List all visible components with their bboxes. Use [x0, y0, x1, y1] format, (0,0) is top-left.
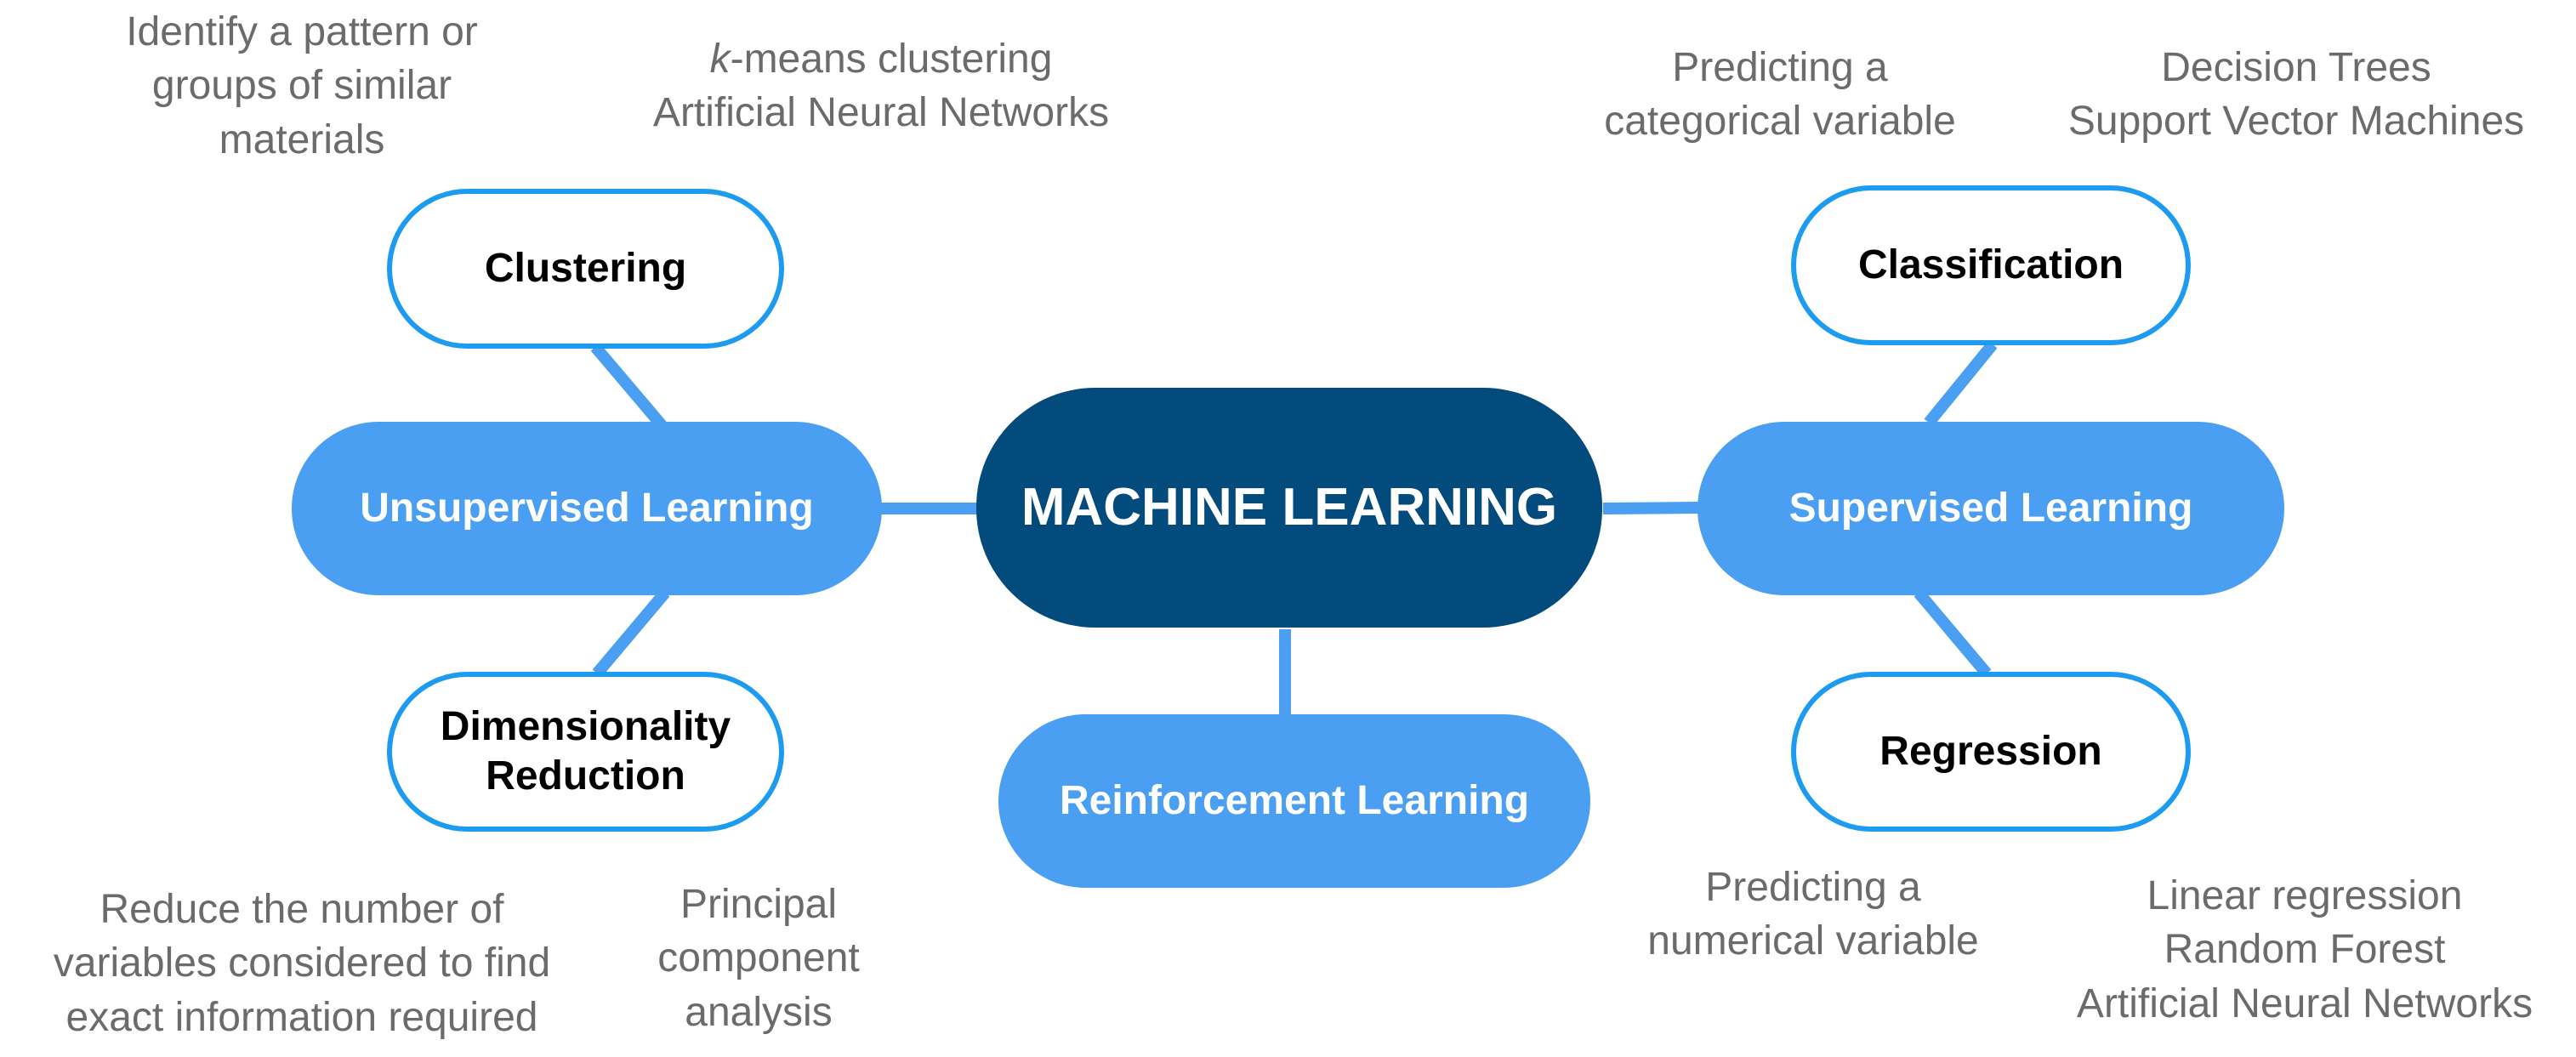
dimensionality-methods-line: Principal [680, 882, 838, 927]
connector-unsupervised-clustering [590, 343, 667, 429]
dimensionality-methods-line: component [657, 935, 860, 981]
classification-description-line: Predicting a [1672, 45, 1888, 90]
connector-unsupervised-dimensionality [592, 588, 670, 678]
regression-methods-line: Linear regression [2147, 873, 2463, 918]
supervised-learning-node: Supervised Learning [1697, 422, 2284, 595]
dimensionality-methods-line: analysis [685, 989, 833, 1035]
regression-description-line: numerical variable [1647, 918, 1979, 964]
k-variable: k [709, 37, 731, 82]
regression-description-line: Predicting a [1705, 865, 1921, 910]
connector-supervised-regression [1914, 588, 1992, 678]
regression-methods: Linear regression Random Forest Artifici… [2077, 869, 2533, 1031]
clustering-node: Clustering [387, 189, 784, 349]
dimensionality-description-line: Reduce the number of [100, 887, 504, 932]
classification-methods-line: Decision Trees [2161, 45, 2431, 90]
dimensionality-description: Reduce the number of variables considere… [54, 883, 550, 1044]
unsupervised-learning-node: Unsupervised Learning [292, 422, 882, 595]
classification-description: Predicting a categorical variable [1604, 41, 1956, 149]
dimensionality-methods: Principal component analysis [657, 878, 860, 1039]
dimensionality-reduction-label: Dimensionality Reduction [441, 702, 731, 800]
classification-description-line: categorical variable [1604, 99, 1956, 145]
dimensionality-reduction-label-line2: Reduction [486, 753, 685, 798]
classification-methods: Decision Trees Support Vector Machines [2068, 41, 2524, 149]
clustering-methods-line1: k-means clustering [653, 32, 1109, 86]
regression-node: Regression [1791, 672, 2191, 832]
clustering-label: Clustering [484, 246, 687, 292]
machine-learning-node: MACHINE LEARNING [976, 388, 1602, 628]
connector-center-supervised [1602, 502, 1700, 514]
classification-label: Classification [1857, 242, 2124, 288]
regression-label: Regression [1879, 729, 2102, 775]
dimensionality-description-line: exact information required [65, 994, 538, 1040]
connector-supervised-classification [1924, 340, 1998, 427]
clustering-methods: k-means clustering Artificial Neural Net… [653, 32, 1109, 140]
reinforcement-learning-label: Reinforcement Learning [1059, 778, 1530, 824]
machine-learning-label: MACHINE LEARNING [1021, 477, 1558, 537]
dimensionality-reduction-node: Dimensionality Reduction [387, 672, 784, 832]
regression-methods-line: Artificial Neural Networks [2076, 980, 2533, 1026]
classification-node: Classification [1791, 185, 2191, 345]
regression-methods-line: Random Forest [2164, 927, 2446, 973]
dimensionality-description-line: variables considered to find [53, 941, 551, 986]
regression-description: Predicting a numerical variable [1647, 861, 1979, 969]
dimensionality-reduction-label-line1: Dimensionality [440, 704, 731, 750]
clustering-description-line: Identify a pattern or [126, 9, 478, 54]
classification-methods-line: Support Vector Machines [2067, 99, 2525, 145]
clustering-description-line: groups of similar [151, 63, 452, 109]
supervised-learning-label: Supervised Learning [1788, 486, 2193, 531]
k-means-text: -means clustering [730, 37, 1053, 82]
clustering-description: Identify a pattern or groups of similar … [126, 5, 478, 167]
clustering-methods-line2: Artificial Neural Networks [652, 90, 1110, 136]
clustering-description-line: materials [219, 116, 385, 162]
unsupervised-learning-label: Unsupervised Learning [360, 486, 814, 531]
reinforcement-learning-node: Reinforcement Learning [998, 714, 1590, 888]
